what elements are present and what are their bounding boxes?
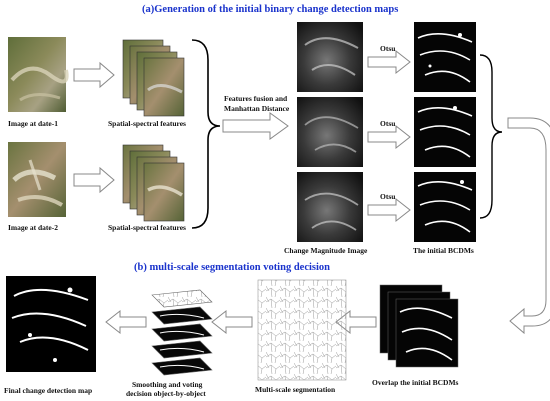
- section-title-b: (b) multi-scale segmentation voting deci…: [134, 262, 330, 273]
- label-otsu-2: Otsu: [380, 119, 396, 128]
- change-magnitude-image-1: [297, 22, 363, 92]
- feature-stack-1: [122, 39, 185, 117]
- label-image-date2: Image at date-2: [8, 223, 58, 232]
- final-change-map: [6, 276, 96, 372]
- feature-stack-2: [122, 144, 185, 222]
- arrow-smoothing-to-final: [105, 309, 147, 335]
- brace-bcdms: [479, 54, 503, 219]
- arrow-date1-to-features: [73, 61, 115, 89]
- label-spatial-spectral-1: Spatial-spectral features: [108, 119, 186, 128]
- smoothing-voting-stack: [151, 289, 213, 376]
- arrow-date2-to-features: [73, 166, 115, 194]
- label-final-map: Final change detection map: [4, 386, 93, 395]
- arrow-otsu-3: [367, 197, 411, 223]
- label-change-magnitude: Change Magnitude Image: [284, 246, 368, 255]
- initial-bcdm-1: [414, 22, 476, 92]
- label-multiscale-seg: Multi-scale segmentation: [255, 385, 336, 394]
- label-fusion-line2: Manhattan Distance: [224, 104, 290, 113]
- label-otsu-1: Otsu: [380, 44, 396, 53]
- multiscale-segmentation-image: [257, 279, 347, 381]
- initial-bcdm-2: [414, 97, 476, 167]
- arrow-curve-down: [507, 117, 550, 335]
- arrow-seg-to-smoothing: [211, 309, 253, 335]
- arrow-otsu-2: [367, 124, 411, 150]
- arrow-fusion: [222, 112, 289, 140]
- image-date2: [8, 142, 66, 217]
- label-fusion-line1: Features fusion and: [224, 94, 288, 103]
- label-initial-bcdms: The initial BCDMs: [413, 246, 474, 255]
- label-smoothing-line1: Smoothing and voting: [132, 380, 203, 389]
- label-smoothing-line2: decision object-by-object: [126, 389, 206, 398]
- label-otsu-3: Otsu: [380, 192, 396, 201]
- label-spatial-spectral-2: Spatial-spectral features: [108, 223, 186, 232]
- change-magnitude-image-2: [297, 97, 363, 167]
- initial-bcdm-3: [414, 172, 476, 242]
- label-overlap-bcdms: Overlap the initial BCDMs: [372, 378, 459, 387]
- arrow-otsu-1: [367, 49, 411, 75]
- change-magnitude-image-3: [297, 172, 363, 242]
- section-title-a: (a)Generation of the initial binary chan…: [142, 4, 399, 15]
- image-date1: [8, 37, 69, 112]
- brace-features: [191, 39, 221, 229]
- label-image-date1: Image at date-1: [8, 119, 58, 128]
- overlap-bcdm-stack: [379, 284, 459, 368]
